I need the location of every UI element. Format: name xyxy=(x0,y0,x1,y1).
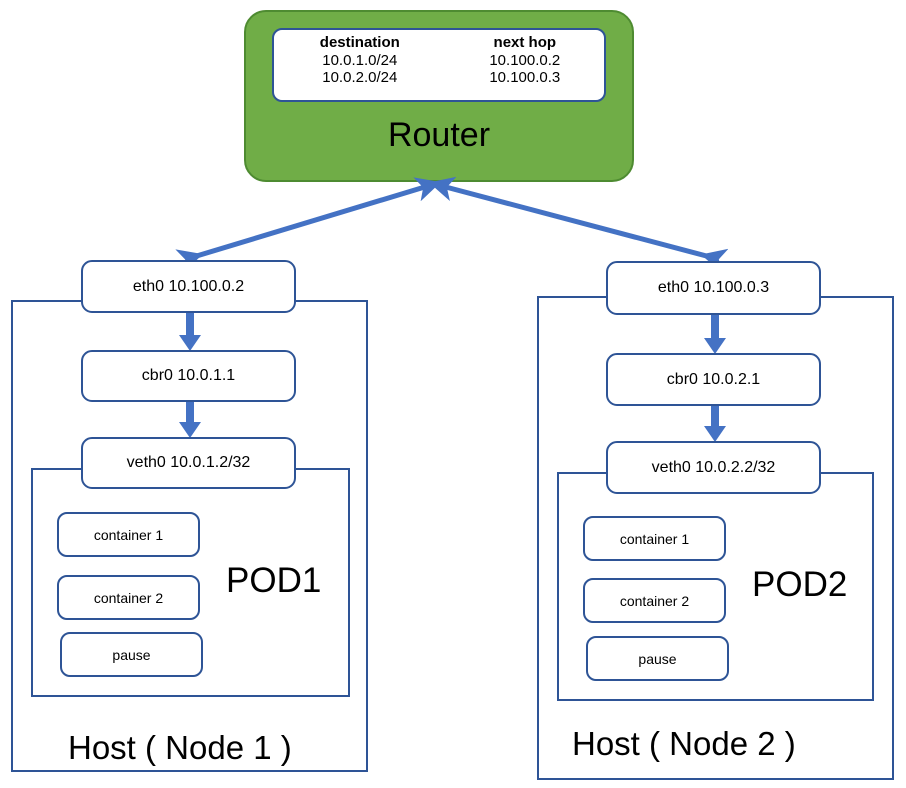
container-box-pod1-2[interactable]: container 2 xyxy=(57,575,200,620)
host-label-node2: Host ( Node 2 ) xyxy=(572,725,796,762)
arrow-eth0-to-cbr0-node1 xyxy=(179,311,201,351)
arrow-cbr0-to-veth0-node2 xyxy=(704,404,726,442)
routing-table: destination next hop 10.0.1.0/24 10.100.… xyxy=(272,28,606,102)
pod-label-pod2: POD2 xyxy=(752,565,848,604)
route-destination-2: 10.0.2.0/24 xyxy=(322,69,398,86)
arrow-eth0-to-cbr0-node2 xyxy=(704,313,726,354)
table-row: 10.0.2.0/24 10.100.0.3 xyxy=(274,69,604,86)
route-next-hop-1: 10.100.0.2 xyxy=(489,52,561,69)
arrow-router-to-node2 xyxy=(428,176,729,274)
container-box-pod2-1[interactable]: container 1 xyxy=(583,516,726,561)
container-box-pod2-2[interactable]: container 2 xyxy=(583,578,726,623)
node-eth0-node1[interactable]: eth0 10.100.0.2 xyxy=(81,260,296,313)
node-eth0-node2[interactable]: eth0 10.100.0.3 xyxy=(606,261,821,315)
node-cbr0-node1[interactable]: cbr0 10.0.1.1 xyxy=(81,350,296,402)
container-box-pod1-pause[interactable]: pause xyxy=(60,632,203,677)
pod-label-pod1: POD1 xyxy=(226,561,322,600)
table-row: 10.0.1.0/24 10.100.0.2 xyxy=(274,52,604,69)
container-box-pod1-1[interactable]: container 1 xyxy=(57,512,200,557)
routing-table-header-next-hop: next hop xyxy=(493,34,557,51)
router-title: Router xyxy=(387,116,491,154)
node-veth0-node2[interactable]: veth0 10.0.2.2/32 xyxy=(606,441,821,494)
routing-table-header-destination: destination xyxy=(319,34,400,51)
node-veth0-node1[interactable]: veth0 10.0.1.2/32 xyxy=(81,437,296,489)
arrow-cbr0-to-veth0-node1 xyxy=(179,400,201,438)
route-next-hop-2: 10.100.0.3 xyxy=(489,69,561,86)
node-cbr0-node2[interactable]: cbr0 10.0.2.1 xyxy=(606,353,821,406)
container-box-pod2-pause[interactable]: pause xyxy=(586,636,729,681)
arrow-router-to-node1 xyxy=(175,177,441,274)
routing-table-header-row: destination next hop xyxy=(274,33,604,52)
host-label-node1: Host ( Node 1 ) xyxy=(68,729,292,766)
route-destination-1: 10.0.1.0/24 xyxy=(322,52,398,69)
